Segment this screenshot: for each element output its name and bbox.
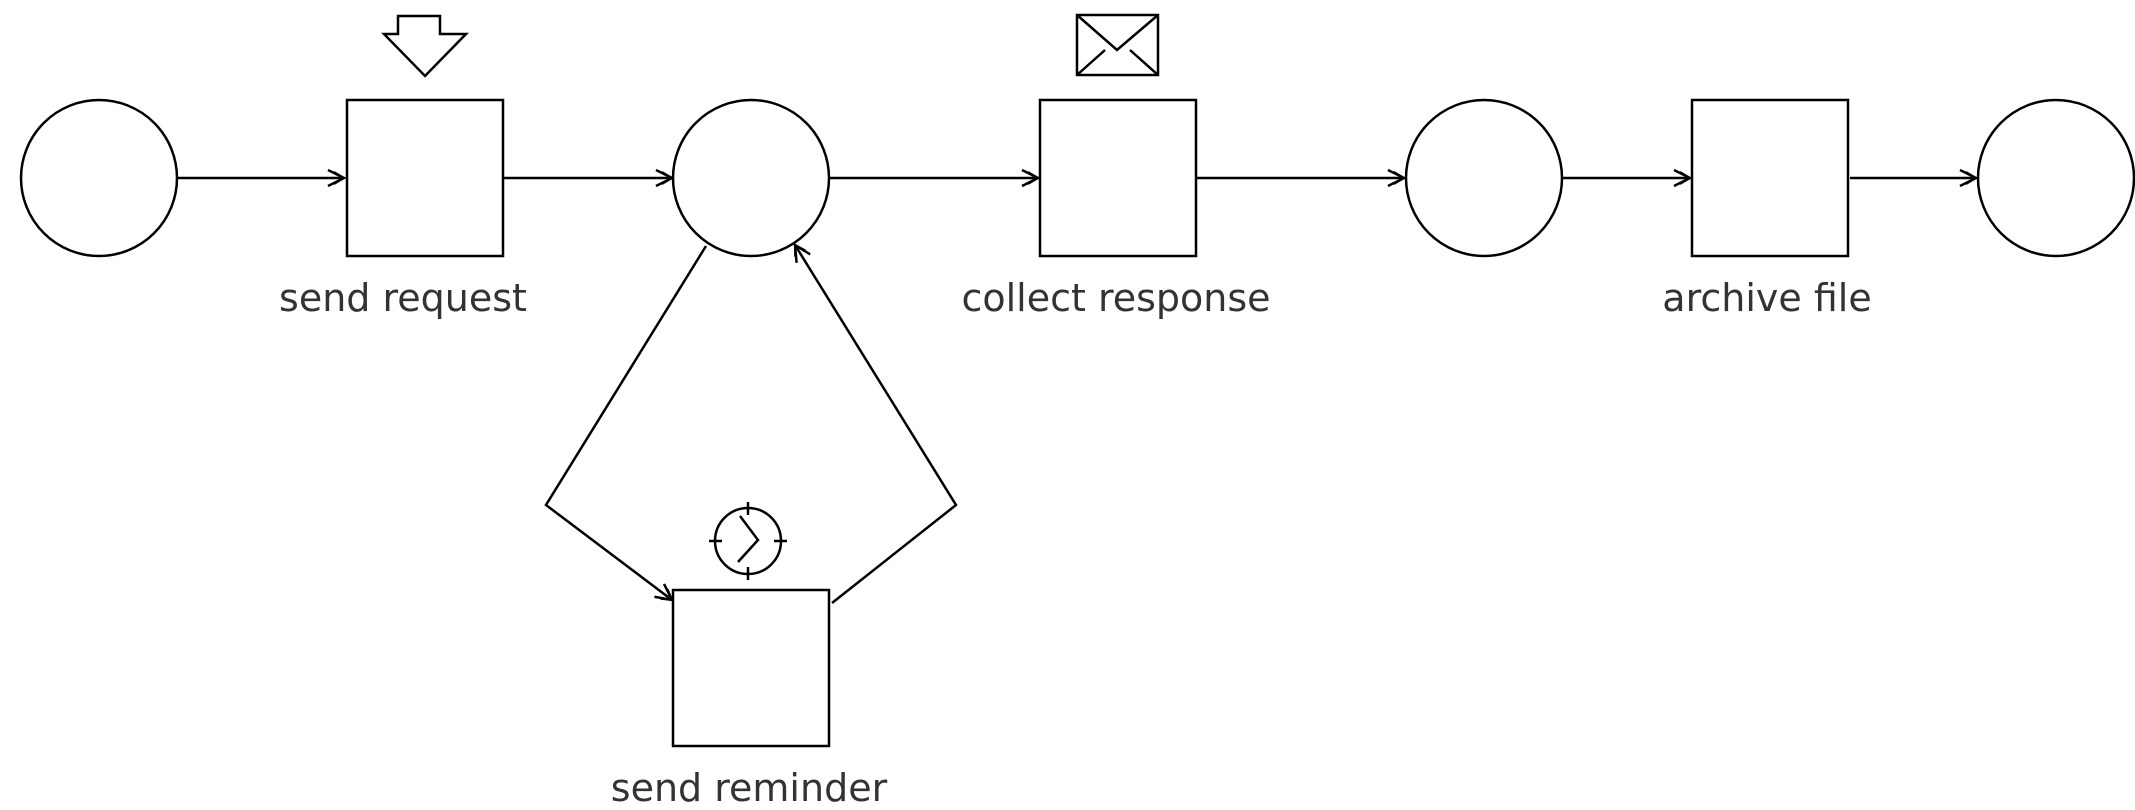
places bbox=[19, 98, 2135, 258]
envelope-icon bbox=[1075, 13, 1160, 77]
transitions bbox=[345, 98, 1850, 748]
clock-icon bbox=[709, 502, 787, 580]
place-start[interactable] bbox=[19, 98, 179, 258]
transition-collect-response[interactable] bbox=[1038, 98, 1198, 258]
labels: send request collect response archive fi… bbox=[279, 276, 1872, 810]
label-archive-file: archive file bbox=[1662, 276, 1871, 320]
place-end[interactable] bbox=[1976, 98, 2135, 258]
place-responded[interactable] bbox=[1404, 98, 1564, 258]
place-waiting[interactable] bbox=[671, 98, 831, 258]
arc-send-reminder-p2 bbox=[795, 245, 958, 604]
transition-archive-file[interactable] bbox=[1690, 98, 1850, 258]
label-send-reminder: send reminder bbox=[611, 766, 888, 810]
label-collect-response: collect response bbox=[961, 276, 1270, 320]
transition-send-request[interactable] bbox=[345, 98, 505, 258]
label-send-request: send request bbox=[279, 276, 527, 320]
transition-send-reminder[interactable] bbox=[671, 588, 831, 748]
arcs bbox=[178, 178, 1976, 604]
down-arrow-icon bbox=[381, 14, 469, 78]
arc-p2-send-reminder bbox=[544, 245, 708, 600]
